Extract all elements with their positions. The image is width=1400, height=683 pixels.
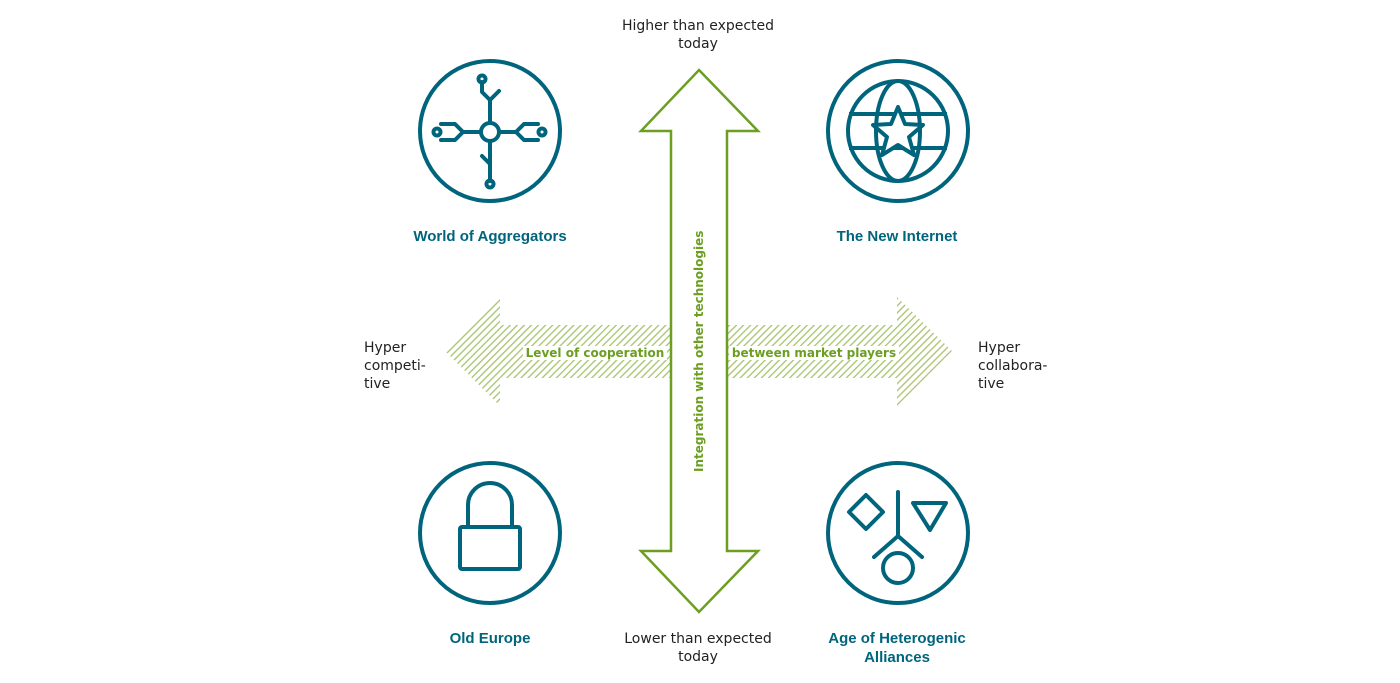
left-axis-label: Hyper competi- tive [364, 339, 426, 393]
cooperation-label-right: between market players [728, 346, 900, 360]
top-axis-line-1: Higher than expected [621, 18, 775, 34]
left-axis-line-3: tive [364, 376, 391, 392]
scenario-label-line: World of Aggregators [413, 228, 567, 245]
scenario-the-new-internet: The New Internet [797, 227, 997, 246]
globe-star-icon [826, 59, 970, 203]
cooperation-label-right-wrap: between market players [728, 342, 900, 361]
top-axis-label: Higher than expected today [598, 17, 798, 53]
left-axis-line-2: competi- [364, 358, 426, 374]
scenario-label-line: The New Internet [836, 228, 958, 245]
right-axis-label: Hyper collabora- tive [978, 339, 1047, 393]
scenario-old-europe: Old Europe [390, 629, 590, 648]
scenario-world-of-aggregators: World of Aggregators [390, 227, 590, 246]
bottom-axis-line-1: Lower than expected [624, 631, 772, 647]
right-axis-line-2: collabora- [978, 358, 1048, 374]
top-axis-line-2: today [678, 36, 718, 52]
scenario-label-line: Old Europe [449, 630, 531, 647]
scenario-age-of-heterogenic-alliances: Age of Heterogenic Alliances [787, 629, 1007, 667]
left-axis-line-1: Hyper [364, 340, 407, 356]
bottom-axis-label: Lower than expected today [598, 630, 798, 666]
circuit-icon [418, 59, 562, 203]
scenario-label-line: Alliances [864, 649, 930, 666]
integration-label: Integration with other technologies [692, 230, 706, 472]
cooperation-label-left: Level of cooperation [522, 346, 668, 360]
padlock-icon [418, 461, 562, 605]
right-axis-line-1: Hyper [978, 340, 1021, 356]
integration-arrow [638, 68, 761, 614]
scenario-label-line: Age of Heterogenic [828, 630, 966, 647]
shapes-icon [826, 461, 970, 605]
bottom-axis-line-2: today [678, 649, 718, 665]
cooperation-label-left-wrap: Level of cooperation [520, 342, 670, 361]
right-axis-line-3: tive [978, 376, 1005, 392]
